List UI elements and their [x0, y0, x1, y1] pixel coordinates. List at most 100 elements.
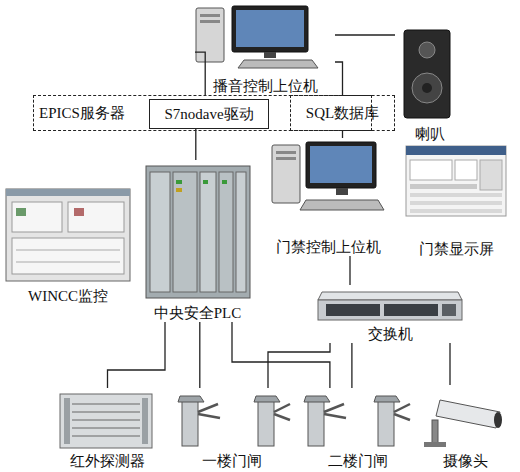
computer-icon-part	[200, 14, 220, 17]
computer-icon-part	[196, 8, 224, 62]
computer-icon-part	[306, 142, 376, 188]
connector-line	[335, 62, 343, 95]
plc-rack-icon-part	[200, 172, 216, 292]
infrared-detector-icon-part	[72, 436, 140, 437]
connector-line	[232, 322, 330, 388]
plc-rack-icon-part	[173, 172, 197, 292]
device-label: WINCC监控	[28, 287, 108, 305]
plc-rack-icon	[146, 166, 250, 298]
connector-line	[195, 129, 196, 160]
device-label: 红外探测器	[70, 452, 145, 470]
wincc-screen-icon-part	[12, 238, 124, 274]
turnstile-icon-part	[254, 396, 280, 402]
turnstile-icon-part	[374, 396, 400, 402]
turnstile-icon-part	[258, 400, 274, 446]
display-screen-icon-part	[406, 146, 506, 155]
turnstile-icon-part	[394, 414, 410, 420]
connector-line	[199, 322, 200, 388]
computer-icon-part	[272, 145, 300, 203]
turnstile-icon-part	[378, 400, 394, 446]
display-screen-icon-part	[410, 209, 502, 213]
display-screen-icon-part	[410, 160, 452, 180]
turnstile-icon	[304, 396, 410, 446]
wincc-screen-icon	[6, 189, 130, 281]
computer-icon-part	[276, 157, 296, 160]
display-screen-icon	[406, 146, 506, 216]
turnstile-icon-part	[274, 404, 290, 412]
wincc-screen-icon-part	[6, 189, 130, 196]
infrared-detector-icon-part	[64, 398, 70, 444]
speaker-icon-part	[404, 30, 450, 118]
computer-icon-part	[236, 10, 304, 47]
wincc-screen-icon-part	[74, 208, 84, 216]
connector-line	[335, 34, 395, 35]
device-label: 中央安全PLC	[154, 304, 242, 322]
turnstile-icon-part	[304, 396, 330, 402]
turnstile-icon-part	[308, 400, 324, 446]
infrared-detector-icon-part	[142, 398, 148, 444]
connector-line	[108, 322, 166, 388]
turnstile-icon-part	[182, 400, 198, 446]
device-node: 播音控制上位机	[195, 2, 335, 95]
box-label: EPICS服务器	[39, 104, 125, 122]
device-label: 门禁显示屏	[419, 240, 494, 258]
computer-icon-part	[276, 151, 296, 154]
turnstile-icon-part	[178, 396, 204, 402]
wincc-screen-icon-part	[6, 189, 130, 281]
device-label: 门禁控制上位机	[276, 238, 381, 256]
turnstile-icon-part	[394, 404, 410, 412]
turnstile-icon-part	[324, 414, 346, 418]
device-label: 一楼门闸	[202, 452, 262, 470]
infrared-detector-icon-part	[72, 420, 140, 421]
wincc-screen-icon-part	[16, 208, 26, 216]
turnstile-icon	[178, 396, 290, 446]
connector-line	[268, 343, 330, 388]
box-label: S7nodave驱动	[164, 105, 253, 123]
computer-icon	[272, 142, 384, 210]
camera-icon-part	[436, 400, 500, 428]
plc-rack-icon-part	[236, 172, 246, 292]
network-switch-icon-part	[384, 304, 438, 316]
display-screen-icon-part	[410, 201, 502, 205]
infrared-detector-icon-part	[72, 412, 140, 413]
speaker-icon-part	[419, 42, 435, 58]
connector-line	[449, 343, 450, 385]
device-node: 一楼门闸	[172, 388, 292, 470]
wincc-screen-icon-part	[16, 262, 120, 263]
device-label: 播音控制上位机	[213, 77, 318, 95]
device-node: 交换机	[318, 285, 463, 343]
network-switch-icon-part	[442, 304, 456, 316]
infrared-detector-icon-part	[60, 394, 152, 448]
camera-icon-part	[432, 420, 438, 444]
computer-icon-part	[232, 6, 308, 52]
plc-rack-icon-part	[176, 180, 182, 184]
device-node: 喇叭	[395, 25, 465, 143]
camera-icon	[424, 400, 502, 447]
turnstile-icon-part	[198, 414, 220, 418]
box-label: SQL数据库	[306, 104, 379, 122]
computer-icon-part	[200, 20, 220, 23]
display-screen-icon-part	[410, 193, 502, 197]
computer-icon-part	[264, 52, 276, 58]
device-node: 中央安全PLC	[140, 160, 255, 322]
device-node: 摄像头	[415, 385, 515, 470]
turnstile-icon-part	[198, 404, 218, 412]
speaker-icon-part	[412, 73, 442, 103]
computer-icon-part	[310, 146, 372, 183]
display-screen-icon-part	[455, 160, 477, 180]
computer-icon-part	[238, 60, 318, 68]
network-switch-icon	[318, 292, 462, 320]
display-screen-icon-part	[480, 160, 502, 190]
speaker-icon-part	[422, 83, 432, 93]
plc-rack-icon-part	[222, 180, 227, 184]
camera-icon-part	[494, 412, 502, 428]
driver-box: S7nodave驱动	[149, 99, 269, 129]
plc-rack-icon-part	[146, 166, 250, 298]
wincc-screen-icon-part	[16, 250, 120, 251]
network-switch-icon-part	[318, 300, 462, 320]
device-label: 二楼门闸	[328, 452, 388, 470]
computer-icon-part	[336, 188, 348, 195]
device-node: WINCC监控	[3, 185, 133, 305]
